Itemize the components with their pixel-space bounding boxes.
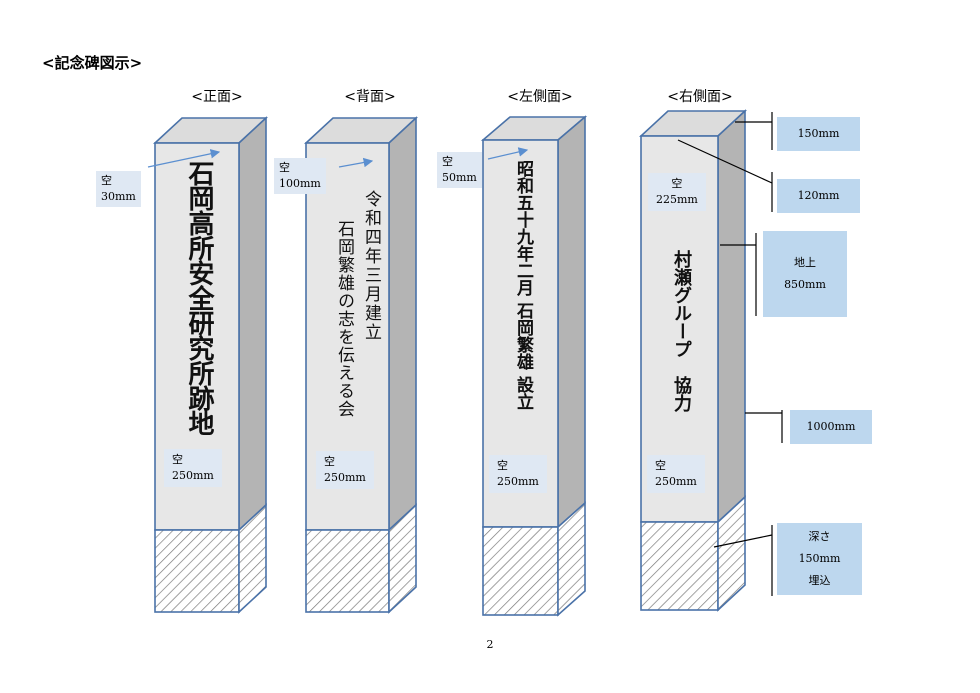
view-label-left: <左側面> [507,89,573,105]
view-label-back: <背面> [344,89,396,105]
front-inscription: 石岡高所安全研究所跡地 [184,160,214,435]
pillar-front-buried-side [238,503,267,614]
back-inscription-col1: 令和四年三月建立 [361,190,381,342]
back-inscription-col2: 石岡繁雄の志を伝える会 [334,220,354,418]
pillar-front-side [238,116,267,532]
arrow-left-gap [487,147,529,160]
right-inscription: 村瀬グループ 協力 [671,250,692,412]
arrow-back-gap [338,157,374,168]
left-inscription: 昭和五十九年二月 石岡繁雄 設立 [513,160,533,410]
view-label-front: <正面> [191,89,243,105]
dim-total-box: 1000mm [790,410,872,444]
dim-depth-box: 150mm [777,117,860,151]
arrow-front-gap [147,149,221,168]
page-title: <記念碑図示> [42,54,143,72]
page-number: 2 [486,638,494,651]
dimension-leaders [677,112,783,596]
view-label-right: <右側面> [667,89,733,105]
pillar-front-buried [154,529,240,613]
dim-width-box: 120mm [777,179,860,213]
